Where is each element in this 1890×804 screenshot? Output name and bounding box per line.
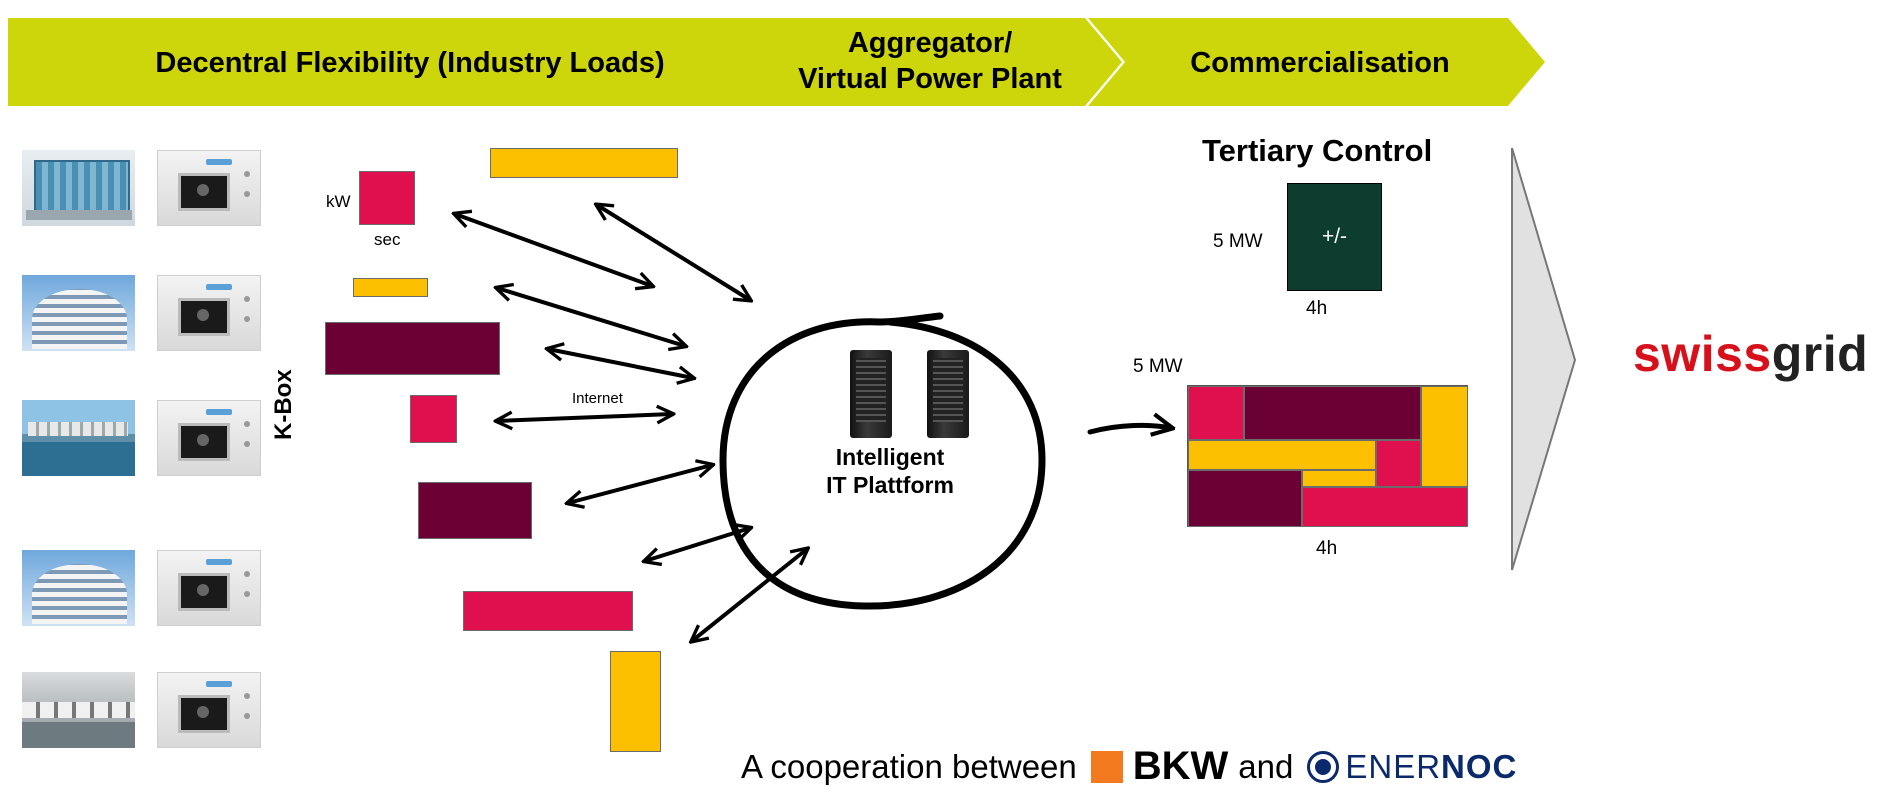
pool-block-amber-3 bbox=[1302, 470, 1376, 487]
kbox-device-icon bbox=[157, 550, 261, 626]
and-text: and bbox=[1238, 747, 1294, 785]
platform-label-line1: Intelligent bbox=[835, 444, 945, 470]
pool-block-maroon-1 bbox=[1244, 386, 1421, 440]
aggregated-pool-chart bbox=[1187, 385, 1468, 527]
arrow-right-icon bbox=[1087, 425, 1171, 432]
kbox-device-icon bbox=[157, 672, 261, 748]
flex-block-crimson-square bbox=[410, 395, 457, 443]
tertiary-control-block: +/- bbox=[1287, 183, 1382, 291]
pool-block-crimson-3 bbox=[1302, 487, 1468, 527]
process-chevrons bbox=[8, 18, 1545, 106]
double-arrow-icon bbox=[692, 549, 807, 641]
kw-unit-label: kW bbox=[326, 192, 351, 211]
kbox-device-icon bbox=[157, 150, 261, 226]
flex-block-amber-thin bbox=[353, 278, 428, 297]
double-arrow-icon bbox=[455, 214, 652, 286]
server-icon bbox=[927, 350, 969, 438]
pool-power-label: 5 MW bbox=[1133, 356, 1183, 377]
flex-block-crimson-small bbox=[359, 171, 415, 225]
double-arrow-icon bbox=[497, 288, 685, 346]
double-arrow-icon bbox=[568, 465, 712, 503]
swissgrid-logo-swiss: swiss bbox=[1633, 326, 1772, 382]
enernoc-logo-noc: NOC bbox=[1441, 747, 1518, 785]
chevron-commercialisation bbox=[1088, 18, 1545, 106]
pool-block-amber-1 bbox=[1421, 386, 1468, 487]
sec-unit-label: sec bbox=[374, 230, 401, 249]
flex-block-amber-wide bbox=[490, 148, 678, 178]
stage-commercialisation-label: Commercialisation bbox=[1190, 47, 1450, 79]
plus-minus-symbol: +/- bbox=[1321, 225, 1348, 248]
pool-block-crimson-1 bbox=[1188, 386, 1244, 440]
internet-label: Internet bbox=[572, 390, 623, 407]
cooperation-text: A cooperation between bbox=[741, 747, 1077, 785]
flex-block-maroon-2 bbox=[418, 482, 532, 539]
pool-block-amber-2 bbox=[1188, 440, 1376, 470]
stage-decentral-flexibility-label: Decentral Flexibility (Industry Loads) bbox=[155, 47, 665, 79]
photo-dam bbox=[22, 672, 135, 748]
flex-block-crimson-wide bbox=[463, 591, 633, 631]
double-arrow-icon bbox=[497, 414, 672, 421]
large-chevron-arrow-icon bbox=[1511, 147, 1577, 571]
double-arrow-icon bbox=[548, 349, 693, 378]
double-arrow-icon bbox=[455, 205, 807, 641]
tertiary-duration-label: 4h bbox=[1306, 298, 1328, 319]
platform-label: Intelligent IT Plattform bbox=[800, 443, 980, 499]
bkw-square-icon bbox=[1090, 750, 1123, 783]
flex-block-amber-tall bbox=[610, 651, 661, 752]
kbox-device-icon bbox=[157, 275, 261, 351]
double-arrow-icon bbox=[597, 205, 750, 300]
platform-ellipse bbox=[719, 312, 1046, 610]
pool-duration-label: 4h bbox=[1316, 538, 1338, 559]
swissgrid-logo: swissgrid bbox=[1633, 325, 1868, 383]
photo-industrial-chiller bbox=[22, 150, 135, 226]
kbox-device-icon bbox=[157, 400, 261, 476]
swissgrid-logo-grid: grid bbox=[1771, 326, 1869, 382]
pool-block-maroon-2 bbox=[1188, 470, 1302, 527]
tertiary-power-label: 5 MW bbox=[1213, 231, 1263, 252]
photo-office-building-1 bbox=[22, 275, 135, 351]
bkw-logo-text: BKW bbox=[1132, 744, 1229, 788]
pool-block-crimson-2 bbox=[1376, 440, 1421, 487]
enernoc-logo-ener: ENER bbox=[1345, 747, 1442, 785]
photo-office-building-2 bbox=[22, 550, 135, 626]
stage-aggregator-line2: Virtual Power Plant bbox=[798, 63, 1062, 95]
chevron-decentral-flexibility bbox=[8, 18, 752, 106]
stage-aggregator-line1: Aggregator/ bbox=[847, 27, 1013, 59]
double-arrow-icon bbox=[645, 528, 750, 561]
chevron-aggregator bbox=[712, 18, 1122, 106]
tertiary-control-title: Tertiary Control bbox=[1202, 133, 1433, 168]
server-icon bbox=[850, 350, 892, 438]
platform-label-line2: IT Plattform bbox=[826, 472, 954, 498]
flex-block-maroon-1 bbox=[325, 322, 500, 375]
stage-aggregator-label: Aggregator/ Virtual Power Plant bbox=[750, 25, 1110, 97]
photo-water-treatment bbox=[22, 400, 135, 476]
enernoc-circle-icon bbox=[1307, 750, 1340, 783]
